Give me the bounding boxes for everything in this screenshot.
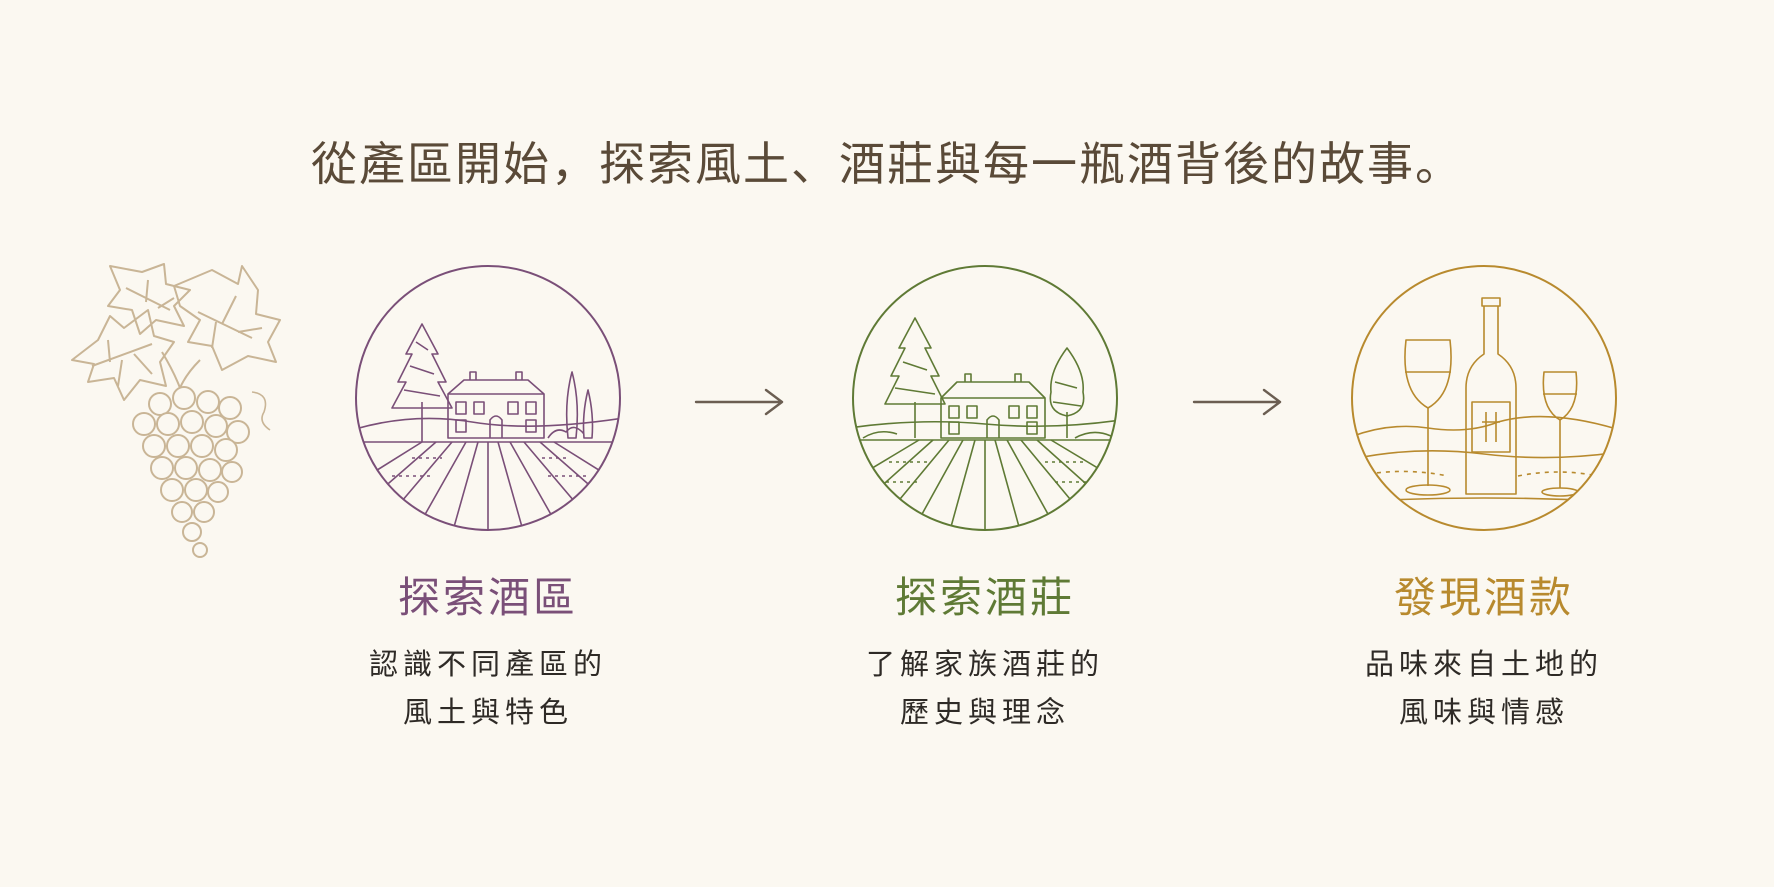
step-desc-line: 歷史與理念	[899, 695, 1070, 729]
step-title: 探索酒莊	[894, 573, 1075, 622]
step-desc-line: 了解家族酒莊的	[865, 647, 1104, 681]
step-explore-estate[interactable]: 探索酒莊 了解家族酒莊的 歷史與理念	[805, 262, 1165, 736]
page-tagline: 從產區開始，探索風土、酒莊與每一瓶酒背後的故事。	[311, 137, 1463, 191]
step-desc-line: 品味來自土地的	[1364, 647, 1603, 681]
step-title: 發現酒款	[1393, 573, 1574, 622]
step-desc-line: 認識不同產區的	[368, 647, 607, 681]
step-desc-line: 風土與特色	[402, 695, 573, 729]
chateau-estate-icon	[852, 265, 1118, 531]
grape-cluster-icon	[71, 263, 281, 558]
step-explore-region[interactable]: 探索酒區 認識不同產區的 風土與特色	[308, 262, 668, 736]
step-discover-wines[interactable]: 發現酒款 品味來自土地的 風味與情感	[1304, 262, 1664, 736]
step-description: 品味來自土地的 風味與情感	[1304, 640, 1664, 736]
step-description: 認識不同產區的 風土與特色	[308, 640, 668, 736]
vineyard-house-icon	[355, 265, 621, 531]
arrow-right-icon	[694, 388, 784, 416]
step-desc-line: 風味與情感	[1398, 695, 1569, 729]
arrow-right-icon	[1192, 388, 1282, 416]
wine-bottle-glasses-icon	[1351, 265, 1617, 531]
step-description: 了解家族酒莊的 歷史與理念	[805, 640, 1165, 736]
step-title: 探索酒區	[397, 573, 578, 622]
